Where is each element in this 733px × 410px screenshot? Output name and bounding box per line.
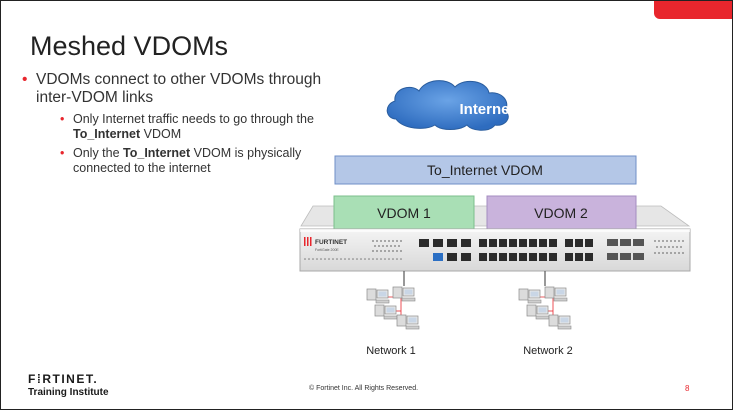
- sub-bullet-2: Only the To_Internet VDOM is physically …: [60, 146, 322, 175]
- brand-wordmark: F⁞RTINET.: [28, 372, 99, 386]
- vdom2-label: VDOM 2: [534, 205, 588, 221]
- bullet-list: VDOMs connect to other VDOMs through int…: [22, 71, 322, 175]
- fortinet-logo: F⁞RTINET. Training Institute: [28, 372, 109, 398]
- device-model: FortiGate 200E: [315, 248, 339, 252]
- vdom1-label: VDOM 1: [377, 205, 431, 221]
- copyright: © Fortinet Inc. All Rights Reserved.: [309, 385, 419, 392]
- network1-label: Network 1: [366, 345, 416, 357]
- network2-computers-icon: [518, 286, 572, 330]
- network1-computers-icon: [366, 286, 420, 330]
- brand-subtitle: Training Institute: [28, 387, 109, 398]
- bullet-main: VDOMs connect to other VDOMs through int…: [22, 71, 322, 107]
- sub-bullet-1: Only Internet traffic needs to go throug…: [60, 112, 322, 141]
- to-internet-vdom-label: To_Internet VDOM: [427, 162, 543, 178]
- corner-accent: [654, 1, 732, 19]
- internet-label: Internet: [459, 101, 514, 118]
- internet-cloud-icon: [386, 80, 509, 131]
- network2-label: Network 2: [523, 345, 573, 357]
- fortigate-device: FURTINET FortiGate 200E: [299, 228, 691, 272]
- slide-title: Meshed VDOMs: [30, 31, 229, 61]
- vdom1-box: [333, 195, 475, 230]
- to-internet-vdom-box: [334, 155, 637, 185]
- page-number: 8: [685, 384, 690, 393]
- device-logo: FURTINET: [315, 239, 347, 246]
